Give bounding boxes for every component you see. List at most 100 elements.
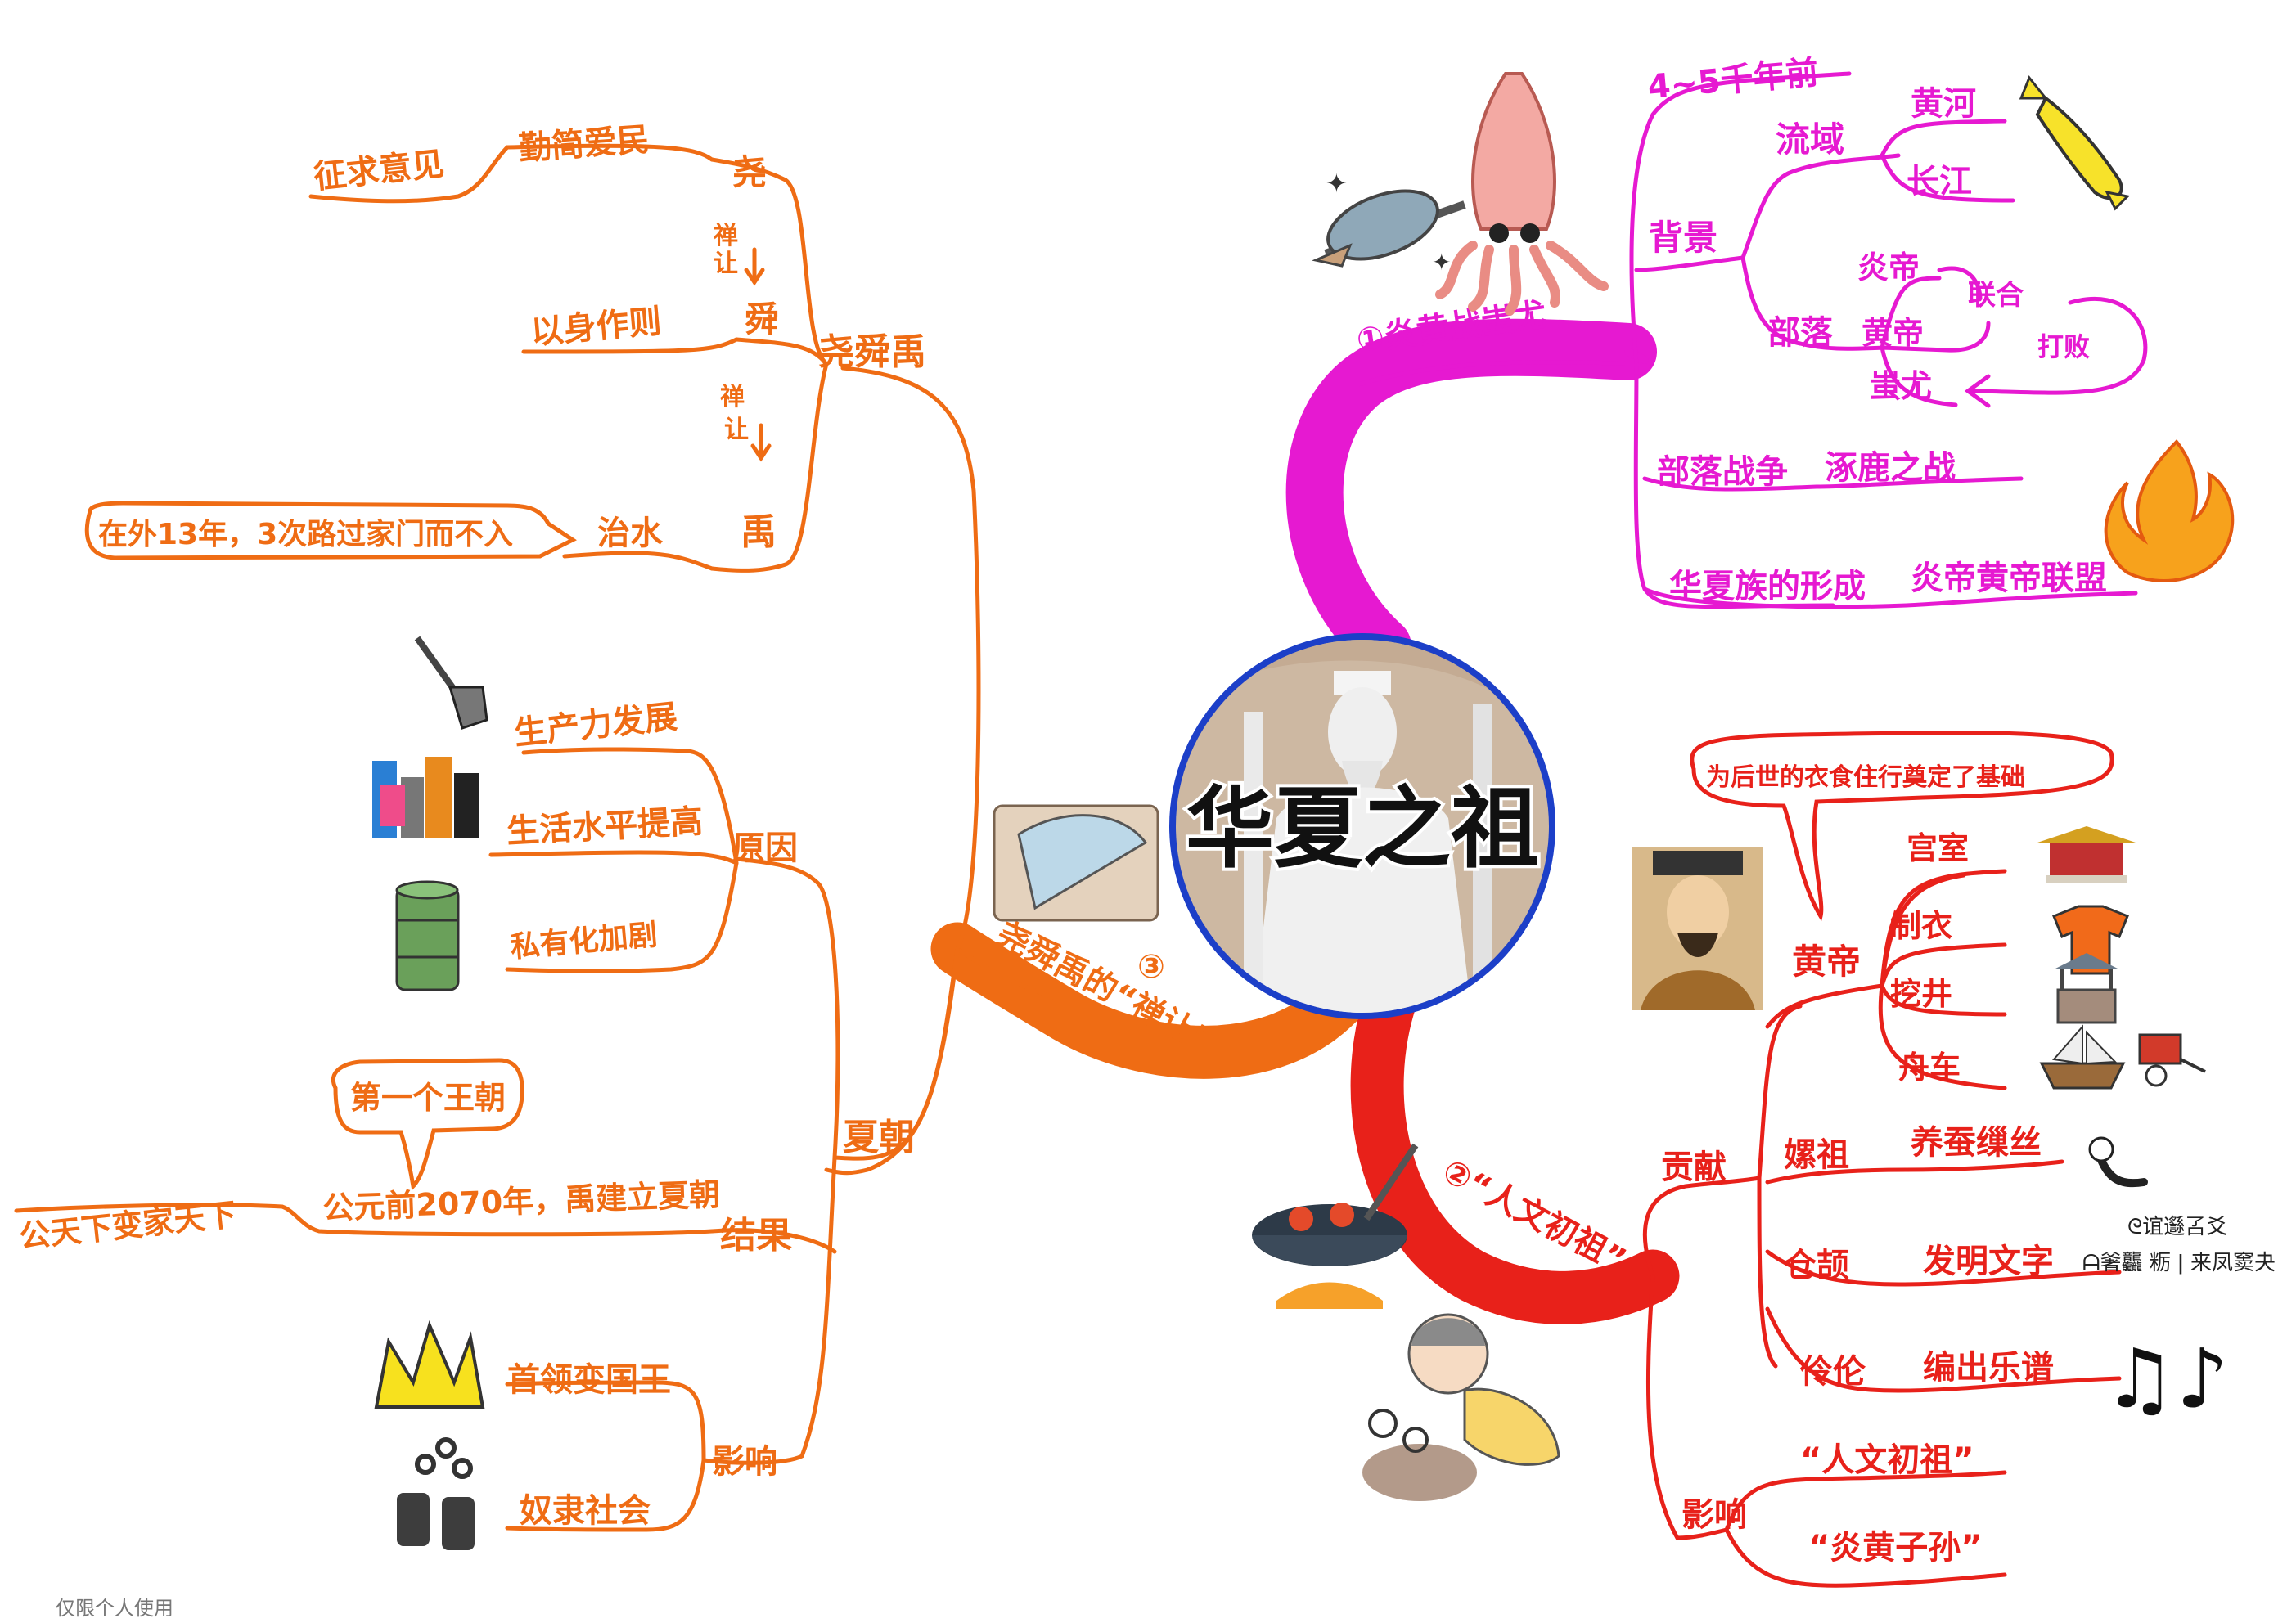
node-2070bc: 公元前2070年，禹建立夏朝 xyxy=(322,1176,721,1226)
barrel-icon xyxy=(395,880,460,991)
link-impact-down xyxy=(1724,1527,2007,1588)
center-title: 华夏之祖 xyxy=(1186,778,1539,880)
node-linglun: 伶伦 xyxy=(1799,1353,1866,1391)
node-defeat: 打败 xyxy=(2037,331,2090,362)
link-cangjie xyxy=(1765,1249,2122,1287)
node-well: 挖井 xyxy=(1890,976,1952,1012)
arrow-shun-yu xyxy=(750,423,772,462)
ship-icon xyxy=(2039,1024,2126,1090)
link-well xyxy=(1880,983,2007,1017)
link-tribe-huangdi xyxy=(1880,345,1950,353)
shovel-icon xyxy=(414,636,488,730)
node-basin: 流域 xyxy=(1776,119,1844,160)
node-clothes: 制衣 xyxy=(1890,908,1952,944)
node-humanity-ancestor: “人文初祖” xyxy=(1800,1441,1974,1479)
branch-humanity-ancestor xyxy=(1642,731,2122,1588)
bubble-first-dynasty xyxy=(331,1058,524,1191)
node-abdicate-2b: 让 xyxy=(724,416,749,444)
node-result: 结果 xyxy=(720,1215,792,1257)
node-tribe: 部落 xyxy=(1767,314,1834,352)
node-huangdi: 黄帝 xyxy=(1862,315,1924,351)
node-huaxia-formation: 华夏族的形成 xyxy=(1669,568,1866,605)
link-clothes xyxy=(1880,942,2007,988)
node-yangtze: 长江 xyxy=(1907,163,1972,200)
shackles-icon xyxy=(397,1437,475,1550)
link-result-main xyxy=(14,1203,714,1237)
bubble-yu xyxy=(84,501,577,560)
node-yu: 禹 xyxy=(741,511,777,553)
link-palace xyxy=(1880,869,2007,988)
node-yellow-river: 黄河 xyxy=(1911,85,1976,123)
node-cangjie: 仓颉 xyxy=(1784,1247,1849,1284)
node-consult: 征求意见 xyxy=(312,145,446,196)
node-writing: 发明文字 xyxy=(1923,1243,2054,1280)
branch2-labels: ②“人文初祖” 为后世的衣食住行奠定了基础 黄帝 宫室 制衣 挖井 舟车 贡献 … xyxy=(1436,763,2276,1567)
palace-icon xyxy=(2037,826,2136,883)
branch3-number: ③ xyxy=(1137,948,1165,986)
node-abdicate-1b: 让 xyxy=(714,250,738,278)
link-leizu xyxy=(1765,1159,2064,1185)
link-tribe-yandi xyxy=(1880,276,1942,350)
icons: ✦ ✦ xyxy=(372,72,2235,1550)
red-trunk xyxy=(1350,971,1680,1324)
link-vehicle xyxy=(1878,983,2007,1090)
node-leizu: 嫘祖 xyxy=(1784,1136,1849,1174)
node-chiyou: 蚩尤 xyxy=(1870,368,1932,404)
link-reason-productivity xyxy=(521,747,739,865)
link-yao-qin xyxy=(308,143,714,204)
node-slavery: 奴隶社会 xyxy=(520,1492,651,1530)
link-basin-yellow xyxy=(1880,119,2007,158)
link-result xyxy=(709,1228,837,1254)
arrow-defeat xyxy=(1970,296,2148,395)
fire-icon xyxy=(2104,439,2235,582)
child-weaving-icon xyxy=(1362,1313,1560,1501)
node-abdicate-1a: 禅 xyxy=(714,222,738,250)
node-reason: 原因 xyxy=(732,829,798,867)
link-basin-yangtze xyxy=(1880,153,2015,203)
link-bg-down xyxy=(1740,255,1893,351)
svg-text:♫♪: ♫♪ xyxy=(2103,1331,2228,1427)
bubble-foundation xyxy=(1690,731,2114,922)
ancient-glyphs-top: ᘓ谊邎叾爻 xyxy=(2127,1215,2227,1239)
link-yao xyxy=(709,157,829,366)
pink-trunk xyxy=(1285,318,1657,675)
node-zhuolu: 涿鹿之战 xyxy=(1825,449,1956,487)
node-yao-shun-yu: 尧舜禹 xyxy=(818,331,926,373)
node-abdicate-2a: 禅 xyxy=(720,383,745,411)
link-xia xyxy=(832,946,960,1161)
link-war xyxy=(1642,476,2024,492)
node-living-standard: 生活水平提高 xyxy=(506,803,704,850)
node-huangdi-2: 黄帝 xyxy=(1792,942,1861,982)
link-xia-down xyxy=(701,1155,837,1465)
silkworm-icon xyxy=(2088,1136,2148,1188)
shirt-icon xyxy=(2052,905,2129,975)
node-descendants: “炎黄子孙” xyxy=(1808,1529,1983,1567)
node-king: 首领变国王 xyxy=(507,1361,671,1399)
branch2-spine xyxy=(1642,1176,1762,1279)
node-music: 编出乐谱 xyxy=(1923,1349,2054,1387)
node-privatization: 私有化加剧 xyxy=(509,918,659,964)
branch-abdication xyxy=(14,143,1058,1532)
svg-text:✦: ✦ xyxy=(1326,168,1348,199)
cart-icon xyxy=(2138,1033,2206,1087)
branch3-underline xyxy=(955,946,1058,1000)
link-impact-up xyxy=(1724,1470,2007,1532)
node-foundation: 为后世的衣食住行奠定了基础 xyxy=(1706,763,2025,792)
node-yao: 尧 xyxy=(732,152,767,192)
node-tribal-war: 部落战争 xyxy=(1657,453,1788,491)
arrow-yao-shun xyxy=(744,247,765,286)
link-shun xyxy=(734,337,829,366)
node-example: 以身作则 xyxy=(529,303,663,352)
branch2-contrib-down xyxy=(1757,1176,1778,1369)
arrow-defeat-head xyxy=(1964,374,1991,408)
link-impact-3 xyxy=(505,1380,706,1463)
branch1-underline xyxy=(1356,360,1639,387)
node-first-dynasty: 第一个王朝 xyxy=(350,1080,506,1116)
node-vehicle: 舟车 xyxy=(1898,1050,1961,1086)
link-tribe-chiyou xyxy=(1880,345,1958,407)
link-xia-up xyxy=(734,856,840,1160)
wok-icon xyxy=(1252,1143,1419,1309)
node-alliance: 炎帝黄帝联盟 xyxy=(1911,560,2107,597)
branch1-spine xyxy=(1629,71,1852,366)
branch1-labels: ①炎黄战蚩尤 4~5千年前 背景 流域 黄河 长江 部落 炎帝 黄帝 蚩尤 联合… xyxy=(1354,54,2107,605)
